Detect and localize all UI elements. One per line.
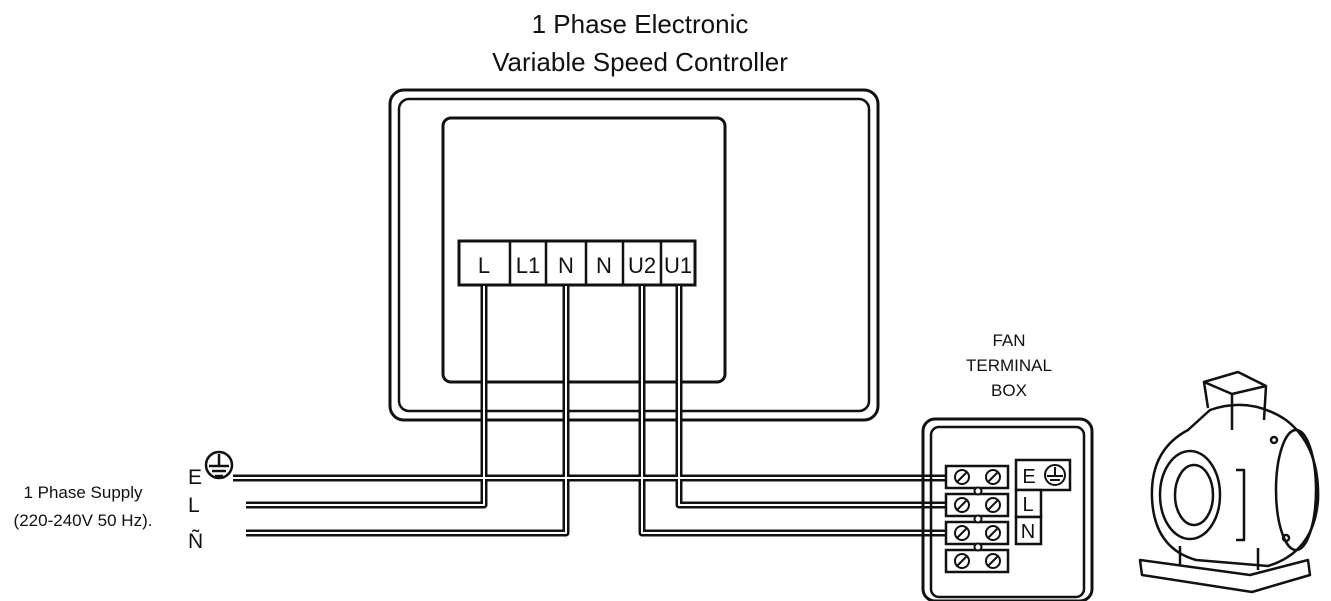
supply-wire-L: L bbox=[188, 494, 200, 517]
controller-terminal-block bbox=[457, 239, 697, 287]
fan-terminal-box bbox=[921, 417, 1094, 601]
fan-illustration bbox=[1138, 370, 1320, 594]
controller-title-line1: 1 Phase Electronic bbox=[532, 9, 749, 39]
fan-box-label-line3: BOX bbox=[991, 381, 1027, 400]
controller-title-line2: Variable Speed Controller bbox=[492, 47, 788, 77]
wires bbox=[233, 285, 948, 537]
terminal-N-out: N bbox=[596, 253, 612, 278]
supply-label-line2: (220-240V 50 Hz). bbox=[14, 511, 153, 530]
fan-screw-terminals bbox=[944, 464, 1010, 574]
terminal-U1: U1 bbox=[664, 253, 692, 278]
fan-box-label-line2: TERMINAL bbox=[966, 356, 1052, 375]
fan-box-terminal-E: E bbox=[1022, 466, 1035, 488]
fan-earth-icon bbox=[1044, 464, 1066, 486]
supply-wire-E: E bbox=[188, 466, 202, 489]
fan-box-terminal-L: L bbox=[1022, 494, 1033, 516]
terminal-U2: U2 bbox=[628, 253, 656, 278]
fan-box-label-line1: FAN bbox=[992, 331, 1025, 350]
fan-box-terminal-N: N bbox=[1021, 521, 1035, 543]
terminal-N-in: N bbox=[558, 253, 574, 278]
terminal-L: L bbox=[478, 253, 490, 278]
supply-wire-N: Ñ bbox=[188, 529, 203, 553]
terminal-L1: L1 bbox=[516, 253, 540, 278]
earth-ground-icon bbox=[204, 450, 234, 480]
controller-housing bbox=[388, 88, 880, 422]
supply-label-line1: 1 Phase Supply bbox=[23, 483, 143, 502]
